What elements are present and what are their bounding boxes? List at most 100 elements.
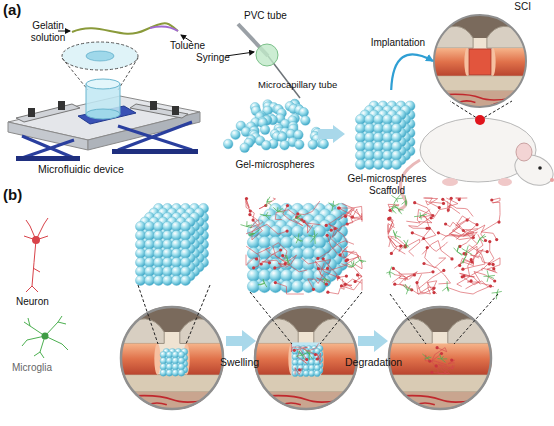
spinal-cord bbox=[434, 48, 467, 76]
gel-microsphere bbox=[153, 248, 163, 258]
gel-microsphere bbox=[162, 221, 172, 231]
gel-microsphere bbox=[166, 363, 173, 370]
neuron-soma bbox=[435, 364, 438, 367]
neurite bbox=[344, 279, 362, 286]
illustration-shape bbox=[28, 108, 35, 117]
gel-microsphere bbox=[391, 132, 401, 142]
gel-microsphere bbox=[247, 280, 259, 292]
gel-microsphere bbox=[269, 247, 281, 259]
gel-microsphere bbox=[171, 230, 181, 240]
gel-microsphere bbox=[309, 359, 315, 365]
microglia-cell bbox=[322, 279, 330, 285]
gel-microsphere bbox=[291, 225, 303, 237]
gel-microsphere bbox=[180, 248, 190, 258]
gel-microsphere bbox=[258, 236, 270, 248]
gel-microsphere bbox=[171, 221, 181, 231]
gel-microsphere bbox=[302, 247, 314, 259]
gel-microsphere bbox=[153, 239, 163, 249]
gel-microsphere bbox=[373, 150, 383, 160]
illustration-shape bbox=[475, 115, 485, 125]
microglia-cell bbox=[348, 261, 356, 268]
gel-microsphere bbox=[269, 280, 281, 292]
spinal-cord bbox=[187, 343, 224, 374]
gel-microsphere bbox=[180, 239, 190, 249]
gel-microsphere bbox=[153, 221, 163, 231]
neurite bbox=[406, 209, 433, 223]
gel-microsphere bbox=[135, 248, 145, 258]
gel-microsphere bbox=[162, 248, 172, 258]
gel-microsphere bbox=[144, 230, 154, 240]
neurite bbox=[315, 261, 338, 277]
gel-microsphere bbox=[153, 248, 163, 258]
gel-microsphere bbox=[364, 123, 374, 133]
gel-microsphere bbox=[258, 258, 270, 270]
gel-microsphere bbox=[153, 266, 163, 276]
neuron-soma bbox=[441, 198, 444, 201]
leader-line bbox=[138, 285, 210, 344]
illustration-shape bbox=[538, 166, 542, 170]
gel-microsphere bbox=[298, 359, 304, 365]
illustration-shape bbox=[24, 218, 48, 292]
neuron-soma bbox=[472, 236, 475, 239]
neuron-soma bbox=[399, 245, 402, 248]
gel-microsphere bbox=[153, 248, 163, 258]
neurite bbox=[419, 270, 444, 288]
neuron-soma bbox=[431, 270, 434, 273]
annotation-label: Degradation bbox=[345, 356, 402, 368]
neurite bbox=[275, 264, 290, 268]
gel-microsphere bbox=[144, 221, 154, 231]
neuron-soma bbox=[279, 248, 282, 251]
gel-microsphere bbox=[309, 370, 315, 376]
neuron-soma bbox=[442, 202, 445, 205]
illustration-shape bbox=[62, 42, 138, 70]
gel-microsphere bbox=[373, 141, 383, 151]
microglia-cell bbox=[260, 212, 271, 219]
vertebra bbox=[388, 319, 432, 344]
gel-microsphere bbox=[247, 258, 259, 270]
neurite bbox=[328, 279, 344, 294]
neurite bbox=[477, 234, 487, 251]
neurite bbox=[432, 366, 455, 374]
vertebral-body bbox=[388, 375, 492, 392]
neuron-soma bbox=[430, 371, 433, 374]
annotation-label: Microcapillary tube bbox=[258, 80, 337, 91]
gel-microsphere bbox=[171, 239, 181, 249]
neurite bbox=[346, 256, 362, 268]
neuron-soma bbox=[316, 357, 319, 360]
gel-microsphere bbox=[135, 230, 145, 240]
gel-microsphere bbox=[364, 132, 374, 142]
gel-microsphere bbox=[391, 150, 401, 160]
neuron-soma bbox=[340, 284, 343, 287]
spinal-cord bbox=[493, 48, 526, 76]
gel-microsphere bbox=[162, 239, 172, 249]
illustration-shape bbox=[150, 101, 157, 110]
gel-microsphere bbox=[166, 357, 173, 364]
gel-microsphere bbox=[295, 140, 305, 150]
regenerated-network bbox=[386, 194, 502, 299]
rat bbox=[398, 101, 554, 210]
vertebra bbox=[434, 26, 473, 48]
gel-microsphere bbox=[135, 257, 145, 267]
neuron-soma bbox=[450, 257, 453, 260]
gel-microsphere bbox=[258, 269, 270, 281]
gel-microsphere bbox=[162, 230, 172, 240]
gel-microsphere bbox=[180, 221, 190, 231]
gel-microsphere bbox=[355, 114, 365, 124]
gel-microsphere bbox=[153, 230, 163, 240]
microglia-cell bbox=[284, 255, 290, 265]
neuron-soma bbox=[248, 213, 251, 216]
gel-microsphere bbox=[162, 221, 172, 231]
gel-microsphere bbox=[302, 236, 314, 248]
scaffold-cube bbox=[135, 203, 208, 285]
gel-microsphere bbox=[299, 108, 309, 118]
gel-microsphere bbox=[364, 114, 374, 124]
illustration-shape bbox=[172, 106, 179, 115]
gel-microsphere bbox=[303, 370, 309, 376]
gel-microsphere bbox=[309, 365, 315, 371]
microglia-cell bbox=[414, 212, 427, 219]
neuron-soma bbox=[337, 206, 340, 209]
neurite bbox=[466, 246, 484, 256]
gel-microsphere bbox=[308, 140, 318, 150]
annotation-label: Swelling bbox=[220, 356, 259, 368]
gel-microsphere bbox=[382, 132, 392, 142]
